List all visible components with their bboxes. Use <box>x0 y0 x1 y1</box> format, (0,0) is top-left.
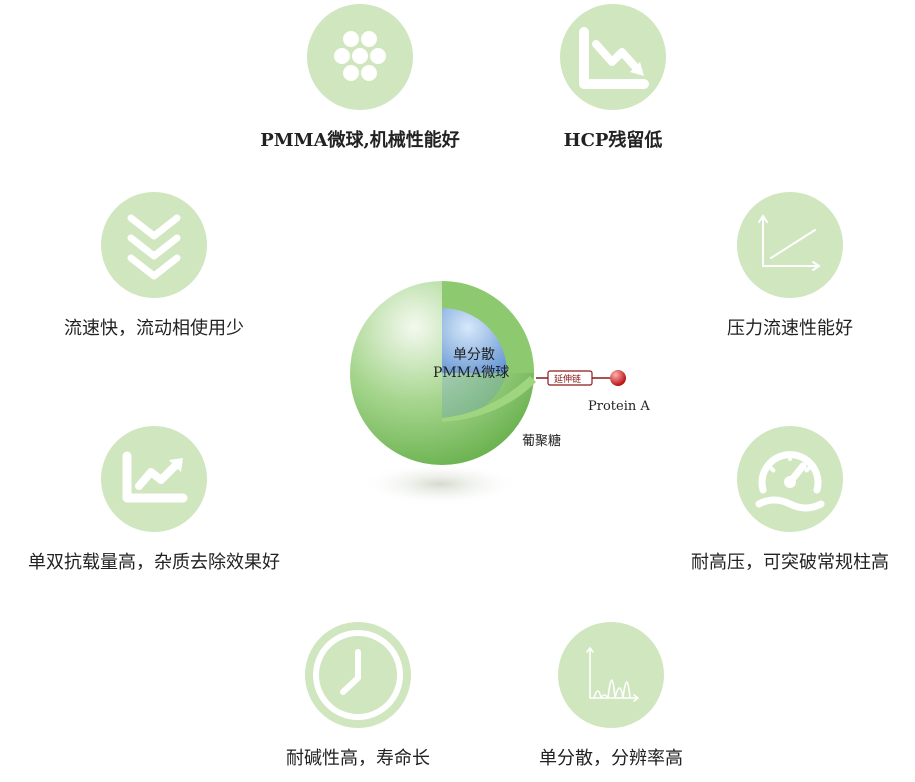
triple-chevron-down-icon <box>127 214 181 280</box>
feature-pmma: PMMA微球,机械性能好 <box>210 4 510 152</box>
feature-dispersion: 单分散，分辨率高 <box>461 622 761 770</box>
particle-diagram: 单分散 PMMA微球 延伸链 Protein A 葡聚糖 <box>340 278 660 518</box>
feature-alkali-label: 耐碱性高，寿命长 <box>286 748 430 769</box>
feature-pressure-circle <box>737 192 843 298</box>
feature-highpressure-label: 耐高压，可突破常规柱高 <box>691 552 889 573</box>
feature-flow: 流速快，流动相使用少 <box>4 192 304 340</box>
rising-chart-icon <box>122 451 188 503</box>
feature-pressure: 压力流速性能好 <box>640 192 915 340</box>
feature-hcp-circle <box>560 4 666 110</box>
feature-pressure-label: 压力流速性能好 <box>727 318 853 339</box>
sphere-shadow <box>360 462 520 506</box>
linear-axis-icon <box>758 214 821 271</box>
feature-highpressure: 耐高压，可突破常规柱高 <box>640 426 915 574</box>
feature-capacity: 单双抗载量高，杂质去除效果好 <box>4 426 304 574</box>
feature-capacity-circle <box>101 426 207 532</box>
pmma-core <box>442 308 507 373</box>
ligand-wedge <box>442 376 536 422</box>
feature-pmma-label: PMMA微球,机械性能好 <box>260 130 460 151</box>
linker-box <box>547 370 593 386</box>
declining-chart-icon <box>579 27 649 89</box>
particle-illustration <box>350 281 626 506</box>
feature-capacity-label: 单双抗载量高，杂质去除效果好 <box>28 552 280 573</box>
feature-flow-circle <box>101 192 207 298</box>
feature-hcp-label: HCP残留低 <box>563 130 663 151</box>
gauge-icon <box>755 451 825 512</box>
dextran-label: 葡聚糖 <box>522 434 562 449</box>
feature-alkali-circle <box>305 622 411 728</box>
protein-a-label: Protein A <box>588 399 650 414</box>
feature-flow-label: 流速快，流动相使用少 <box>64 318 244 339</box>
linker-label: 延伸链 <box>554 375 582 385</box>
feature-pmma-circle <box>307 4 413 110</box>
pmma-core-lower <box>442 373 507 421</box>
clock-icon <box>313 630 403 720</box>
feature-dispersion-label: 单分散，分辨率高 <box>539 748 683 769</box>
core-label-line2: PMMA微球 <box>433 365 510 381</box>
feature-dispersion-circle <box>558 622 664 728</box>
feature-hcp: HCP残留低 <box>463 4 763 152</box>
feature-highpressure-circle <box>737 426 843 532</box>
spheres-icon <box>334 31 386 81</box>
chromatogram-peaks-icon <box>586 647 639 702</box>
protein-a-ball <box>610 370 626 386</box>
core-label-line1: 单分散 <box>453 347 495 363</box>
feature-alkali: 耐碱性高，寿命长 <box>208 622 508 770</box>
